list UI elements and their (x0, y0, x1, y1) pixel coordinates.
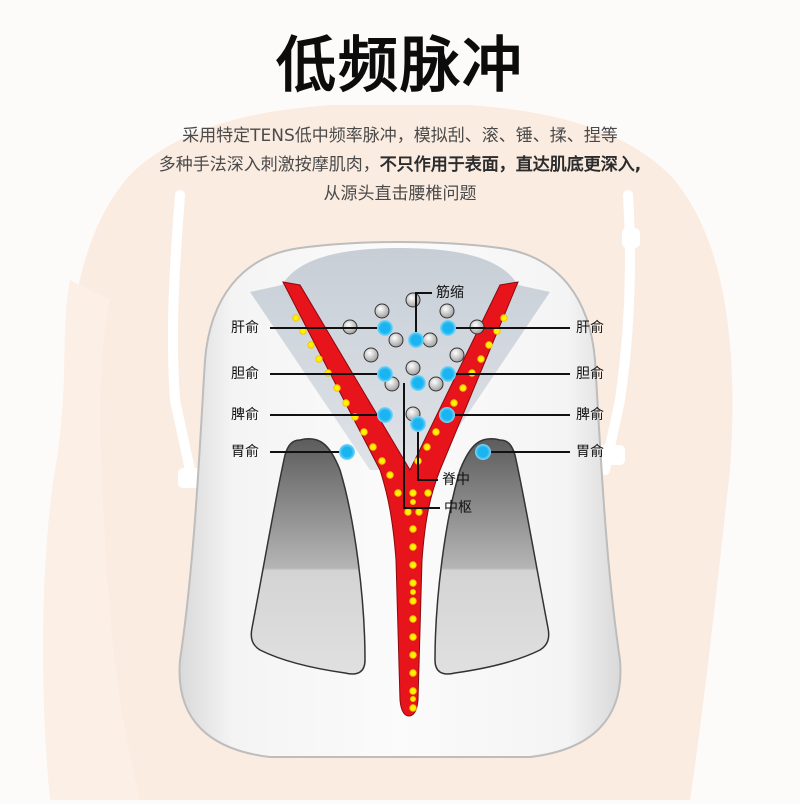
label-right-ganshu: 肝俞 (576, 320, 604, 336)
description-line-3: 从源头直击腰椎问题 (323, 184, 477, 204)
device-top-panel (250, 248, 550, 470)
left-pad (250, 438, 366, 675)
right-pad (434, 438, 550, 675)
description-line-1: 采用特定TENS低中频率脉冲，模拟刮、滚、锤、揉、捏等 (182, 126, 618, 146)
red-led-band (282, 281, 519, 717)
label-zhongshu: 中枢 (444, 500, 472, 516)
label-left-pishu: 脾俞 (231, 407, 259, 423)
description-emphasis: 不只作用于表面，直达肌底更深入 (379, 155, 635, 175)
label-right-pishu: 脾俞 (576, 407, 604, 423)
description: 采用特定TENS低中频率脉冲，模拟刮、滚、锤、揉、捏等 多种手法深入刺激按摩肌肉… (0, 122, 800, 209)
acupoint-markers (339, 320, 491, 460)
label-left-ganshu: 肝俞 (231, 320, 259, 336)
led-dots (292, 314, 508, 712)
page-title: 低频脉冲 (276, 31, 524, 101)
label-right-danshu: 胆俞 (576, 366, 604, 382)
label-left-danshu: 胆俞 (231, 366, 259, 382)
label-jizhong: 脊中 (442, 472, 470, 488)
leader-lines (270, 292, 570, 509)
label-left-weishu: 胃俞 (231, 444, 259, 460)
description-line-2: 多种手法深入刺激按摩肌肉，不只作用于表面，直达肌底更深入, (158, 155, 642, 175)
label-right-weishu: 胃俞 (576, 444, 604, 460)
label-jinsuo: 筋缩 (436, 285, 464, 301)
